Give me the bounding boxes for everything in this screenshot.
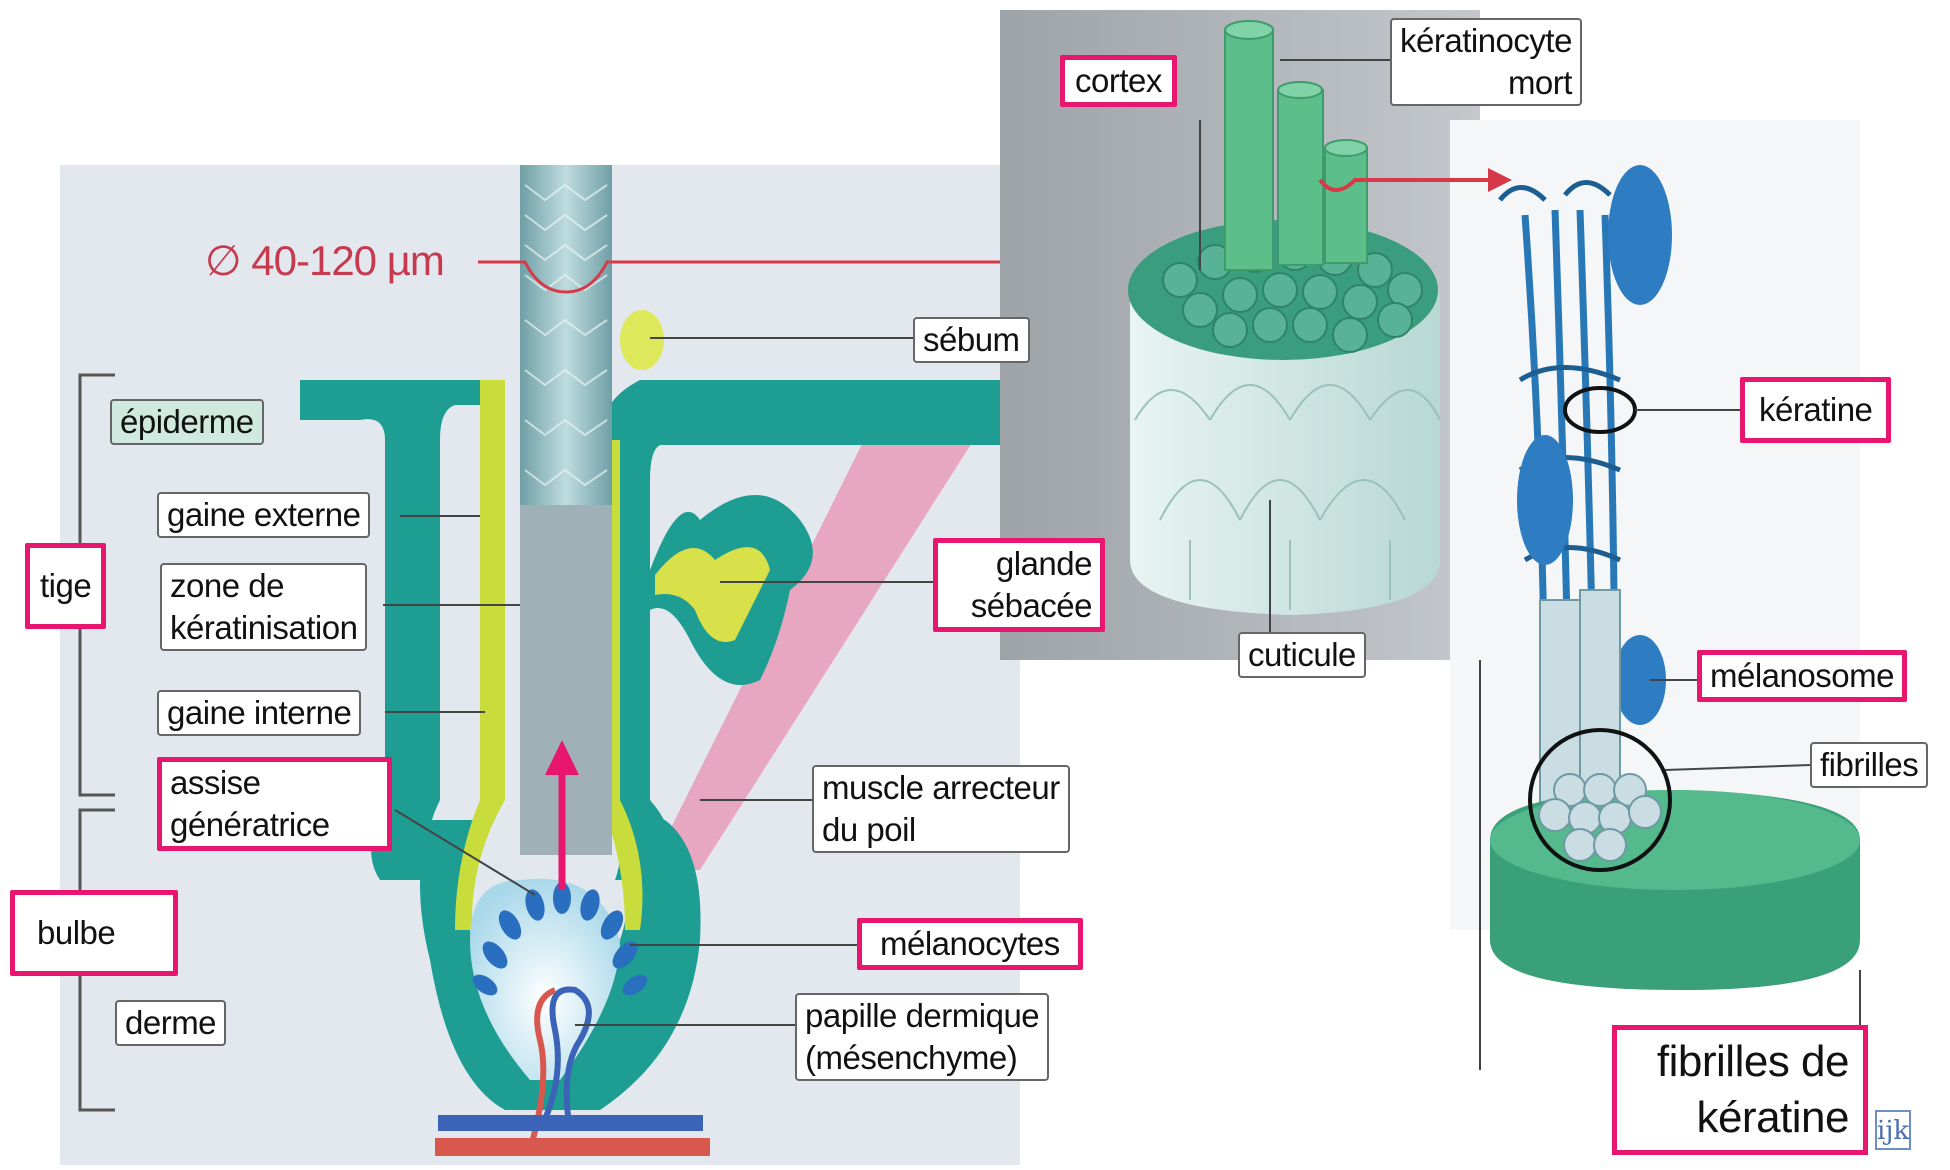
vessel-red-bar — [435, 1138, 710, 1156]
label-assise-generatrice: assise génératrice — [157, 757, 392, 851]
label-glande-sebacee: glande sébacée — [933, 538, 1105, 632]
label-papille-line2: (mésenchyme) — [805, 1037, 1039, 1079]
label-assise-line1: assise — [170, 762, 379, 804]
publisher-logo: ijk — [1875, 1110, 1911, 1150]
label-sebum: sébum — [913, 317, 1030, 363]
label-muscle-arrecteur: muscle arrecteur du poil — [812, 765, 1070, 853]
label-zone-keratinisation: zone de kératinisation — [160, 563, 367, 651]
label-glande-line2: sébacée — [946, 585, 1092, 627]
sebum-drop — [620, 310, 664, 370]
label-cuticule: cuticule — [1238, 632, 1366, 678]
label-muscle-line1: muscle arrecteur — [822, 767, 1060, 809]
label-cortex: cortex — [1060, 55, 1177, 107]
diameter-label: ∅ 40-120 µm — [205, 236, 444, 286]
melanosome-blob-2 — [1517, 435, 1573, 565]
label-gaine-externe: gaine externe — [157, 492, 370, 538]
label-melanosome: mélanosome — [1697, 650, 1907, 702]
label-epiderme: épiderme — [110, 399, 264, 445]
label-keratinocyte-line1: kératinocyte — [1400, 20, 1572, 62]
label-keratinocyte-line2: mort — [1400, 62, 1572, 104]
label-papille-dermique: papille dermique (mésenchyme) — [795, 993, 1049, 1081]
label-gaine-interne: gaine interne — [157, 690, 361, 736]
label-assise-line2: génératrice — [170, 804, 379, 846]
melanosome-blob-1 — [1608, 165, 1672, 305]
label-fibrilles-de-line2: kératine — [1631, 1090, 1849, 1146]
label-keratinocyte-mort: kératinocyte mort — [1390, 18, 1582, 106]
vessel-blue-bar — [438, 1115, 703, 1131]
label-zone-line2: kératinisation — [170, 607, 357, 649]
label-fibrilles-de-line1: fibrilles de — [1631, 1034, 1849, 1090]
label-bulbe: bulbe — [10, 890, 178, 976]
label-keratine: kératine — [1740, 377, 1891, 443]
label-muscle-line2: du poil — [822, 809, 1060, 851]
label-melanocytes: mélanocytes — [857, 918, 1083, 970]
label-glande-line1: glande — [946, 543, 1092, 585]
label-zone-line1: zone de — [170, 565, 357, 607]
label-fibrilles: fibrilles — [1810, 742, 1928, 788]
label-tige: tige — [25, 543, 106, 629]
label-derme: derme — [115, 1000, 226, 1046]
label-papille-line1: papille dermique — [805, 995, 1039, 1037]
label-fibrilles-de-keratine: fibrilles de kératine — [1612, 1025, 1868, 1155]
